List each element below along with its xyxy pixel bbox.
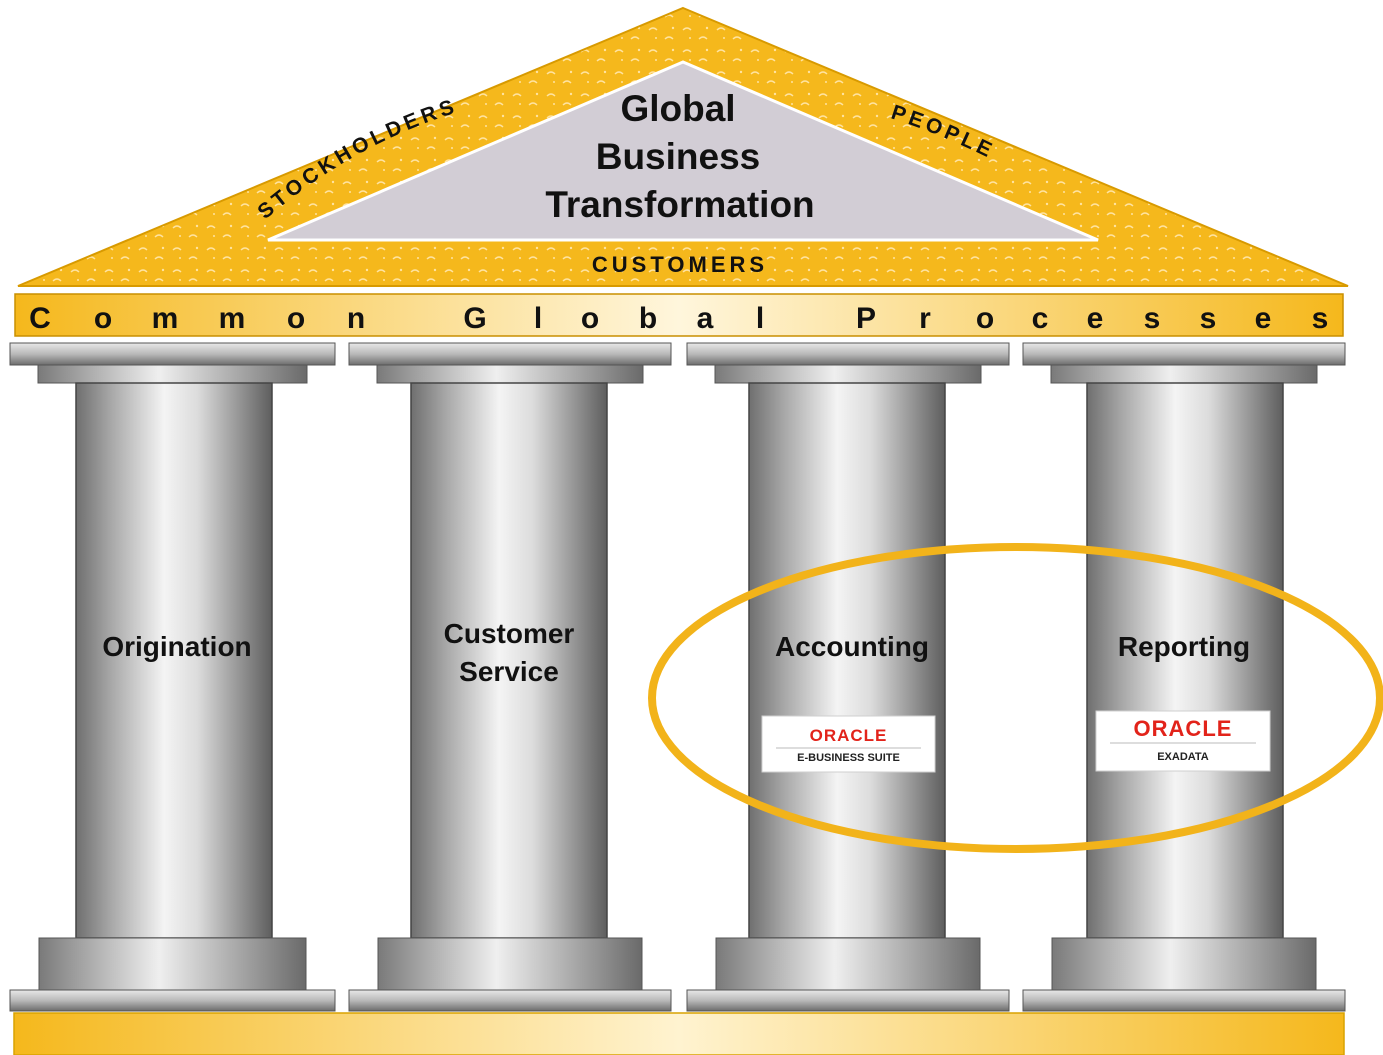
beam-letter: G <box>463 302 486 335</box>
beam-letter: n <box>347 302 365 335</box>
beam-letter: s <box>1144 302 1161 335</box>
oracle-brand-text: ORACLE <box>810 726 888 745</box>
pillar-plinth <box>348 989 672 1012</box>
pillar-shaft <box>410 382 608 939</box>
beam-letter: C <box>29 302 51 335</box>
roof-title-line-1: Global <box>620 88 735 129</box>
beam-letter: l <box>756 302 764 335</box>
pillar-capital <box>1050 364 1318 384</box>
beam-letter: o <box>94 302 112 335</box>
beam-letter: a <box>697 302 714 335</box>
pillar-plinth <box>9 989 336 1012</box>
pillar-label: Reporting <box>1118 631 1250 662</box>
pillar-label: Accounting <box>775 631 929 662</box>
oracle-product-text: E-BUSINESS SUITE <box>797 752 900 764</box>
foundation-floor <box>13 1012 1345 1055</box>
customers-label: CUSTOMERS <box>592 252 768 277</box>
roof-title-line-2: Business <box>596 136 761 177</box>
pillar-label: Origination <box>102 631 251 662</box>
beam-letter: m <box>219 302 246 335</box>
pillar-plinth <box>1022 989 1346 1012</box>
beam-letter: e <box>1087 302 1104 335</box>
pillar-1: Origination <box>9 342 336 1012</box>
pillar-base <box>1051 937 1317 991</box>
pillar-label: Customer <box>444 618 575 649</box>
beam-letter: r <box>919 302 931 335</box>
beam-letter: s <box>1200 302 1217 335</box>
oracle-brand-text: ORACLE <box>1134 716 1233 741</box>
oracle-product-text: EXADATA <box>1157 751 1209 763</box>
pillar-top-slab <box>686 342 1010 366</box>
pillar-shaft <box>75 382 273 939</box>
beam-letter: c <box>1032 302 1049 335</box>
pillar-base <box>38 937 307 991</box>
oracle-logo: ORACLE EXADATA <box>1095 710 1271 772</box>
roof-title-line-3: Transformation <box>545 184 814 225</box>
pillar-base <box>715 937 981 991</box>
oracle-logo: ORACLE E-BUSINESS SUITE <box>761 715 936 773</box>
pillar-capital <box>37 364 308 384</box>
pillar-base <box>377 937 643 991</box>
beam-letter: m <box>152 302 179 335</box>
pillar-plinth <box>686 989 1010 1012</box>
beam-letter: o <box>287 302 305 335</box>
beam-letter: o <box>976 302 994 335</box>
beam-letter: P <box>856 302 876 335</box>
pillar-top-slab <box>348 342 672 366</box>
beam-letter: l <box>534 302 542 335</box>
beam-letter: o <box>581 302 599 335</box>
beam-letter: e <box>1255 302 1272 335</box>
pillar-top-slab <box>1022 342 1346 366</box>
pillar-top-slab <box>9 342 336 366</box>
pillar-capital <box>376 364 644 384</box>
highlight-ellipse <box>648 543 1383 853</box>
beam-letter: b <box>639 302 657 335</box>
pillar-capital <box>714 364 982 384</box>
pillar-label: Service <box>459 656 559 687</box>
beam-letter: s <box>1312 302 1329 335</box>
roof-pediment: Global Business Transformation STOCKHOLD… <box>17 6 1349 287</box>
